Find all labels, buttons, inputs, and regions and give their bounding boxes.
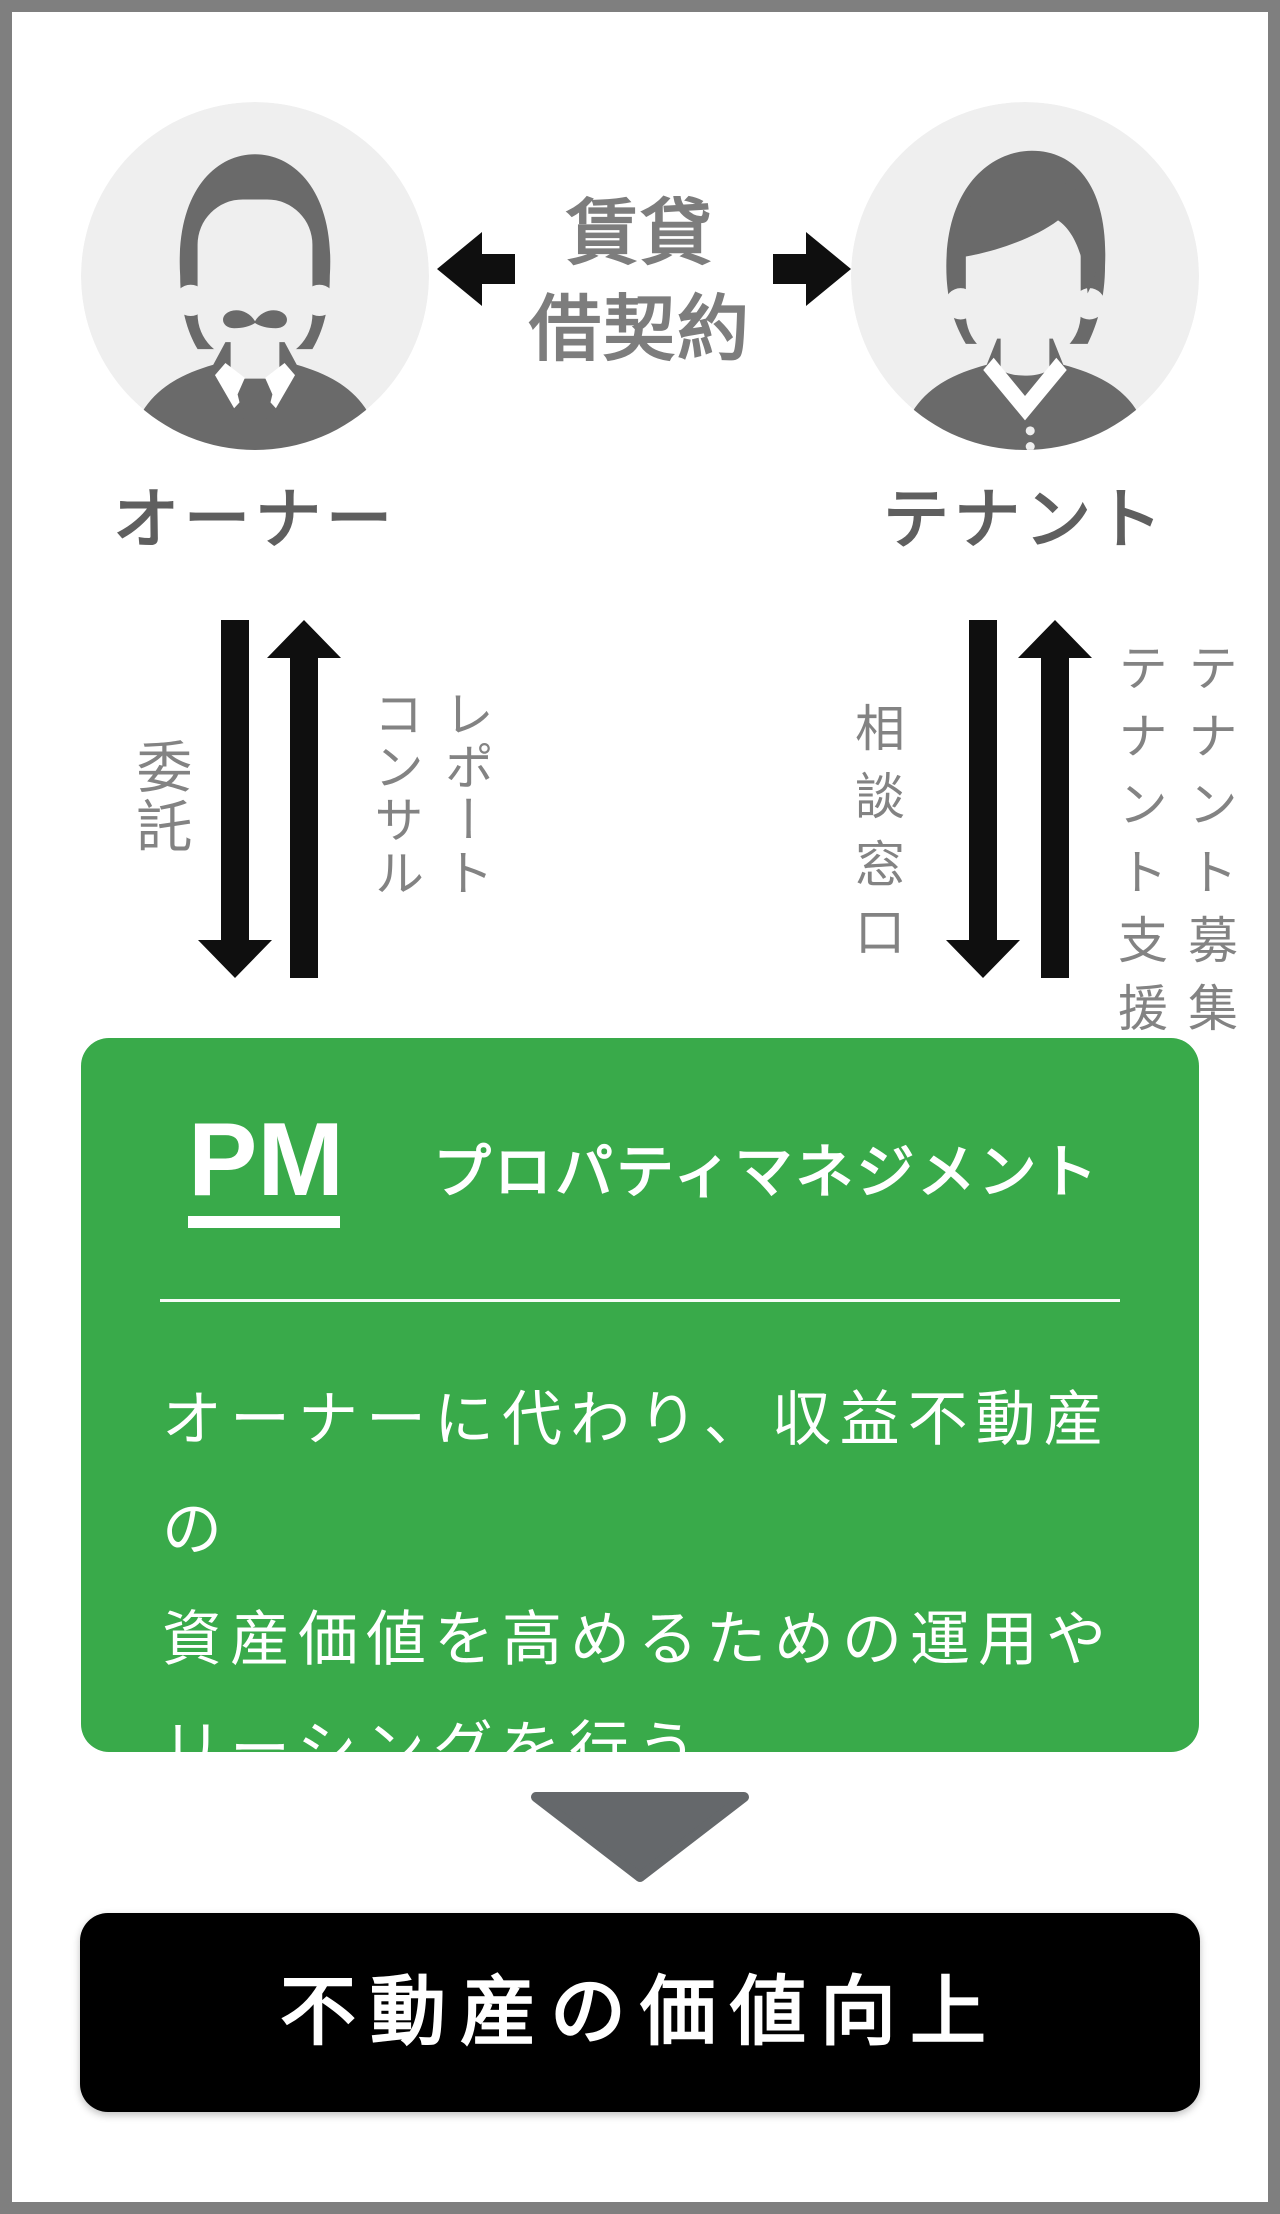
arrow-left-icon (437, 232, 515, 306)
pm-divider (160, 1299, 1120, 1302)
pm-box (81, 1038, 1199, 1752)
owner-arrow-up-icon (267, 620, 341, 978)
pm-abbr: PM (188, 1102, 344, 1218)
pm-description-line2: 資産価値を高めるための運用や (162, 1606, 1114, 1673)
tenant-recruit-label: テナント募集 (1181, 642, 1237, 1050)
result-box: 不動産の価値向上 (80, 1913, 1200, 2112)
tenant-arrow-up-icon (1018, 620, 1092, 978)
tenant-label: テナント (883, 482, 1167, 556)
pm-underline (188, 1216, 340, 1228)
pm-description-line1: オーナーに代わり、収益不動産の (162, 1386, 1112, 1563)
tenant-support-label: テナント支援 (1111, 642, 1167, 1050)
consultation-desk-label: 相談窓口 (848, 702, 904, 974)
report-consul-label: レポート コンサル (360, 688, 500, 900)
tenant-avatar-icon (851, 102, 1199, 450)
pm-description-line3: リーシングを行う。 (162, 1716, 770, 1783)
pm-description: オーナーに代わり、収益不動産の 資産価値を高めるための運用や リーシングを行う。 (162, 1365, 1142, 1805)
lease-contract-line1: 賃貸 (565, 194, 714, 274)
tenant-recruit-support-label: テナント募集 テナント支援 (1104, 642, 1244, 1050)
tenant-arrow-down-icon (946, 620, 1020, 978)
consul-label: コンサル (367, 688, 423, 900)
entrust-label: 委託 (129, 738, 192, 856)
lease-contract-line2: 借契約 (528, 290, 751, 370)
owner-avatar-icon (81, 102, 429, 450)
arrow-right-icon (773, 232, 851, 306)
pm-title: プロパティマネジメント (433, 1140, 1101, 1205)
report-label: レポート (437, 688, 493, 900)
triangle-down-icon (530, 1791, 750, 1883)
owner-label: オーナー (113, 482, 397, 556)
result-label: 不動産の価値向上 (280, 1969, 1000, 2055)
lease-contract-label: 賃貸 借契約 (440, 186, 840, 378)
owner-arrow-down-icon (198, 620, 272, 978)
